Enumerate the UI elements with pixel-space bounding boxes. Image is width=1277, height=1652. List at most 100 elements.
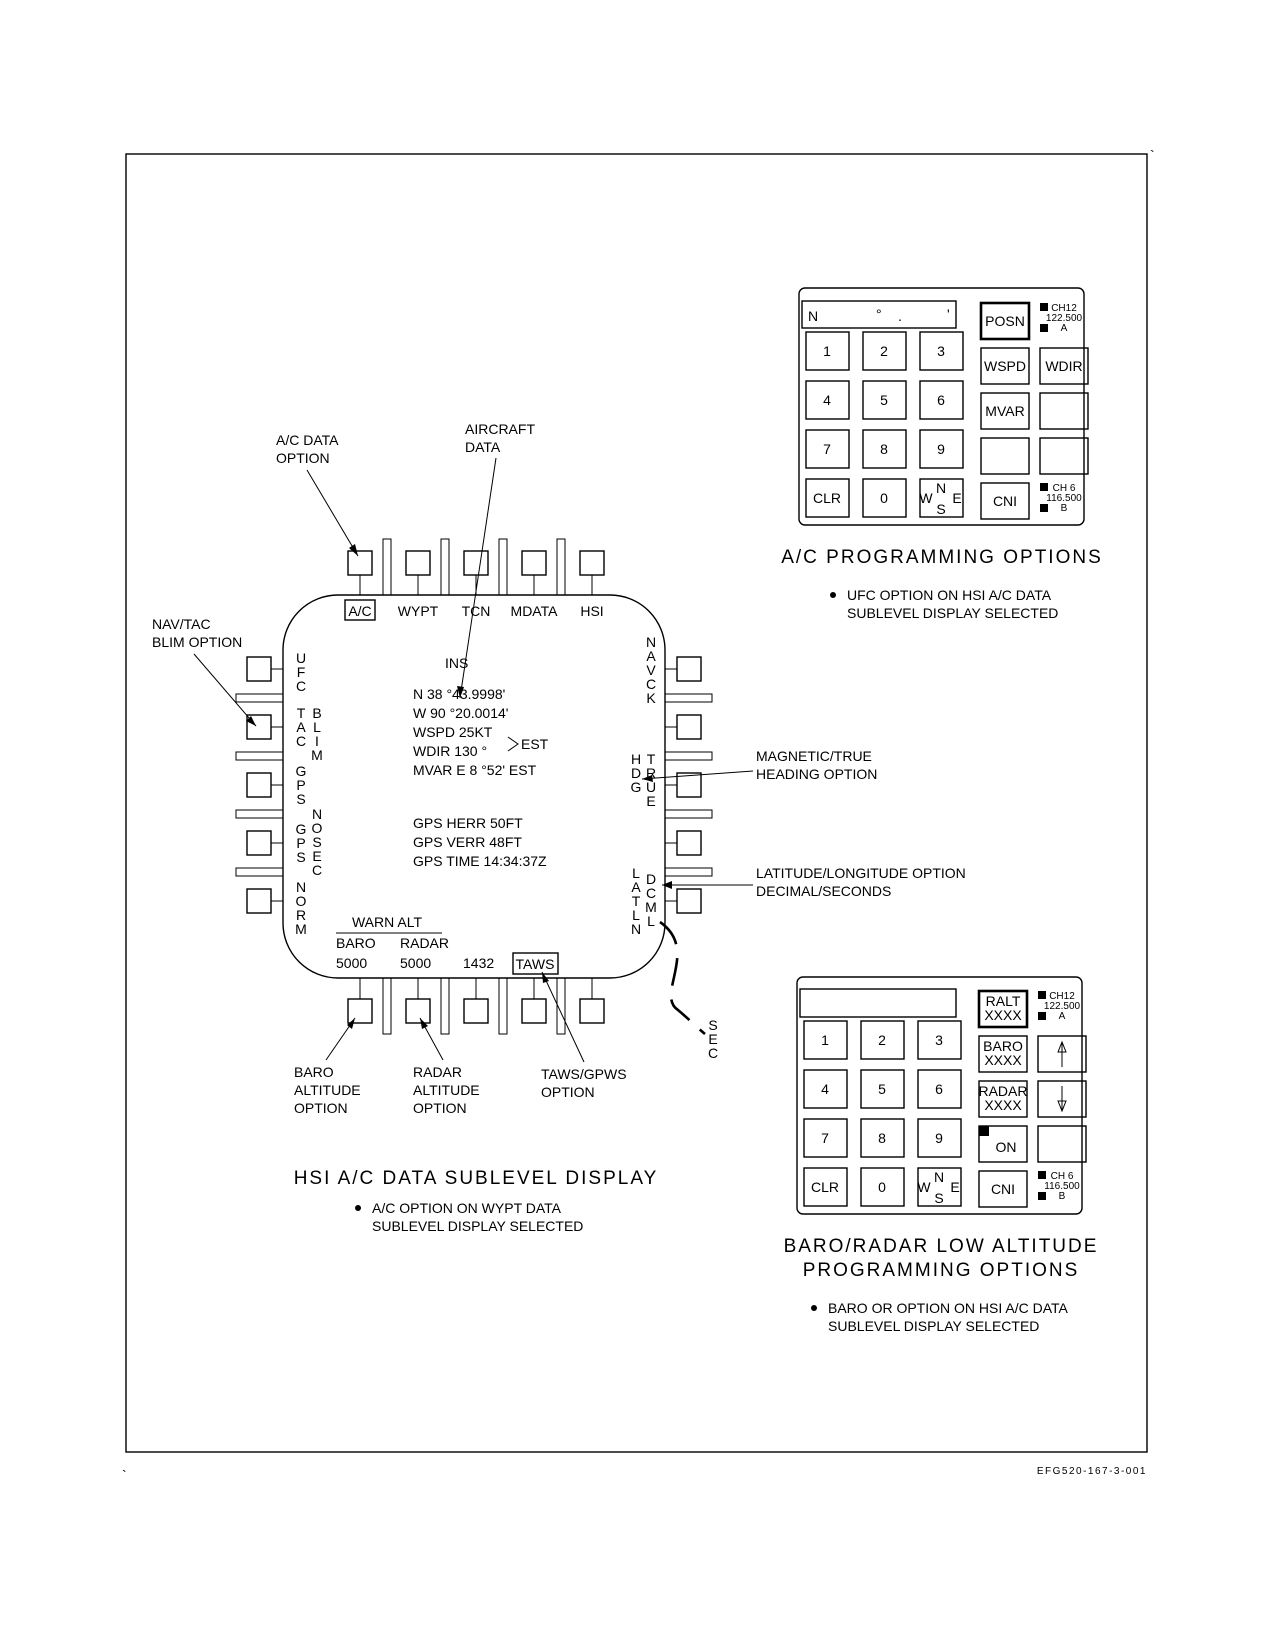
pushbutton-top-2[interactable]: [405, 550, 431, 576]
pushbutton-bottom-1[interactable]: [347, 998, 373, 1024]
ufc1-key-2[interactable]: [862, 331, 907, 371]
ufc1-key-0[interactable]: [862, 478, 907, 518]
top-option-wypt[interactable]: WYPT: [398, 603, 439, 619]
pushbutton-right-1[interactable]: [676, 656, 702, 682]
ufc1-key-8[interactable]: [862, 429, 907, 469]
ufc2-key-label: 1: [821, 1032, 829, 1048]
ufc1-key-compass[interactable]: [919, 478, 964, 518]
pushbutton-left-4[interactable]: [246, 830, 272, 856]
top-pushbuttons[interactable]: [347, 538, 605, 596]
channel-indicator-filled: [1038, 991, 1046, 999]
ufc2-ch-bottom-freq: 116.500: [1044, 1181, 1080, 1192]
pushbutton-top-3[interactable]: [463, 550, 489, 576]
ufc1-option-wspd[interactable]: [980, 347, 1030, 385]
top-option-mdata[interactable]: MDATA: [511, 603, 559, 619]
taws-option[interactable]: TAWS: [516, 956, 555, 972]
ufc1-option-mvar[interactable]: [980, 392, 1030, 430]
pushbutton-top-5[interactable]: [579, 550, 605, 576]
pushbutton-right-5[interactable]: [676, 888, 702, 914]
ufc1-option-wdir[interactable]: [1039, 347, 1089, 385]
channel-indicator-filled: [1040, 483, 1048, 491]
ufc2-down-arrow-button[interactable]: [1037, 1080, 1087, 1118]
ufc1-key-6[interactable]: [919, 380, 964, 420]
vertical-label-char: N: [646, 634, 656, 650]
ufc2-key-2[interactable]: [860, 1020, 905, 1060]
ufc1-option-label: WSPD: [984, 358, 1026, 374]
ufc1-keypad[interactable]: 1 2 3 4 5 6 7 8 9 CLR 0 N W E S: [805, 331, 964, 518]
ufc2-key-3[interactable]: [917, 1020, 962, 1060]
ufc1-key-3[interactable]: [919, 331, 964, 371]
pushbutton-top-4[interactable]: [521, 550, 547, 576]
pushbutton-top-1[interactable]: [347, 550, 373, 576]
ufc1-cni-button[interactable]: [980, 482, 1030, 520]
gps-herr: GPS HERR 50FT: [413, 815, 523, 831]
ufc2-cni-button[interactable]: [978, 1170, 1028, 1208]
ufc2-key-7[interactable]: [803, 1118, 848, 1158]
ufc2-key-1[interactable]: [803, 1020, 848, 1060]
ufc2-key-compass[interactable]: [917, 1167, 962, 1207]
vertical-label-char: S: [312, 834, 321, 850]
ufc2-key-6[interactable]: [917, 1069, 962, 1109]
pushbutton-right-2[interactable]: [676, 714, 702, 740]
top-option-hsi[interactable]: HSI: [580, 603, 603, 619]
ufc2-option-on[interactable]: [978, 1125, 1028, 1163]
ufc2-option-baro[interactable]: [978, 1035, 1028, 1073]
ufc2-on-label: ON: [996, 1139, 1017, 1155]
ufc2-key-clr[interactable]: [803, 1167, 848, 1207]
top-option-tcn[interactable]: TCN: [462, 603, 491, 619]
ufc2-key-0[interactable]: [860, 1167, 905, 1207]
ufc2-key-4[interactable]: [803, 1069, 848, 1109]
ufc1-key-7[interactable]: [805, 429, 850, 469]
ufc1-key-label: 3: [937, 343, 945, 359]
pushbutton-right-4[interactable]: [676, 830, 702, 856]
ufc2-key-9[interactable]: [917, 1118, 962, 1158]
right-pushbuttons[interactable]: [664, 656, 713, 914]
left-pushbuttons[interactable]: [235, 656, 284, 914]
ufc2-key-5[interactable]: [860, 1069, 905, 1109]
ufc2-option-ralt[interactable]: [977, 989, 1029, 1029]
ufc2-option-blank[interactable]: [1037, 1125, 1087, 1163]
pushbutton-left-3[interactable]: [246, 772, 272, 798]
ufc1-key-9[interactable]: [919, 429, 964, 469]
top-option-ac[interactable]: A/C: [348, 603, 371, 619]
pushbutton-bottom-5[interactable]: [579, 998, 605, 1024]
pushbutton-left-1[interactable]: [246, 656, 272, 682]
pushbutton-left-5[interactable]: [246, 888, 272, 914]
vertical-label-char: L: [313, 719, 321, 735]
ufc1-option-blank[interactable]: [980, 437, 1030, 475]
ufc2-option-radar[interactable]: [978, 1080, 1028, 1118]
pushbutton-bottom-2[interactable]: [405, 998, 431, 1024]
on-indicator-filled: [979, 1126, 989, 1136]
pushbutton-bottom-3[interactable]: [463, 998, 489, 1024]
bottom-pushbuttons[interactable]: [347, 977, 605, 1035]
ufc2-keypad[interactable]: 1 2 3 4 5 6 7 8 9 CLR 0 N W E S: [803, 1020, 962, 1207]
ufc1-channel-top: CH12 122.500 A: [1040, 303, 1083, 334]
ufc1-option-blank[interactable]: [1039, 392, 1089, 430]
pushbutton-bottom-4[interactable]: [521, 998, 547, 1024]
compass-e: E: [952, 490, 961, 506]
ufc1-key-5[interactable]: [862, 380, 907, 420]
ufc1-key-4[interactable]: [805, 380, 850, 420]
ufc1-key-clr[interactable]: [805, 478, 850, 518]
ufc2-up-arrow-button[interactable]: [1037, 1035, 1087, 1073]
ufc1-option-blank[interactable]: [1039, 437, 1089, 475]
ufc2-key-8[interactable]: [860, 1118, 905, 1158]
ufc1-key-1[interactable]: [805, 331, 850, 371]
ufc1-option-posn[interactable]: [979, 301, 1031, 341]
vertical-label-char: B: [312, 705, 321, 721]
ufc1-options[interactable]: POSN WSPD WDIR MVAR CNI: [979, 301, 1089, 520]
